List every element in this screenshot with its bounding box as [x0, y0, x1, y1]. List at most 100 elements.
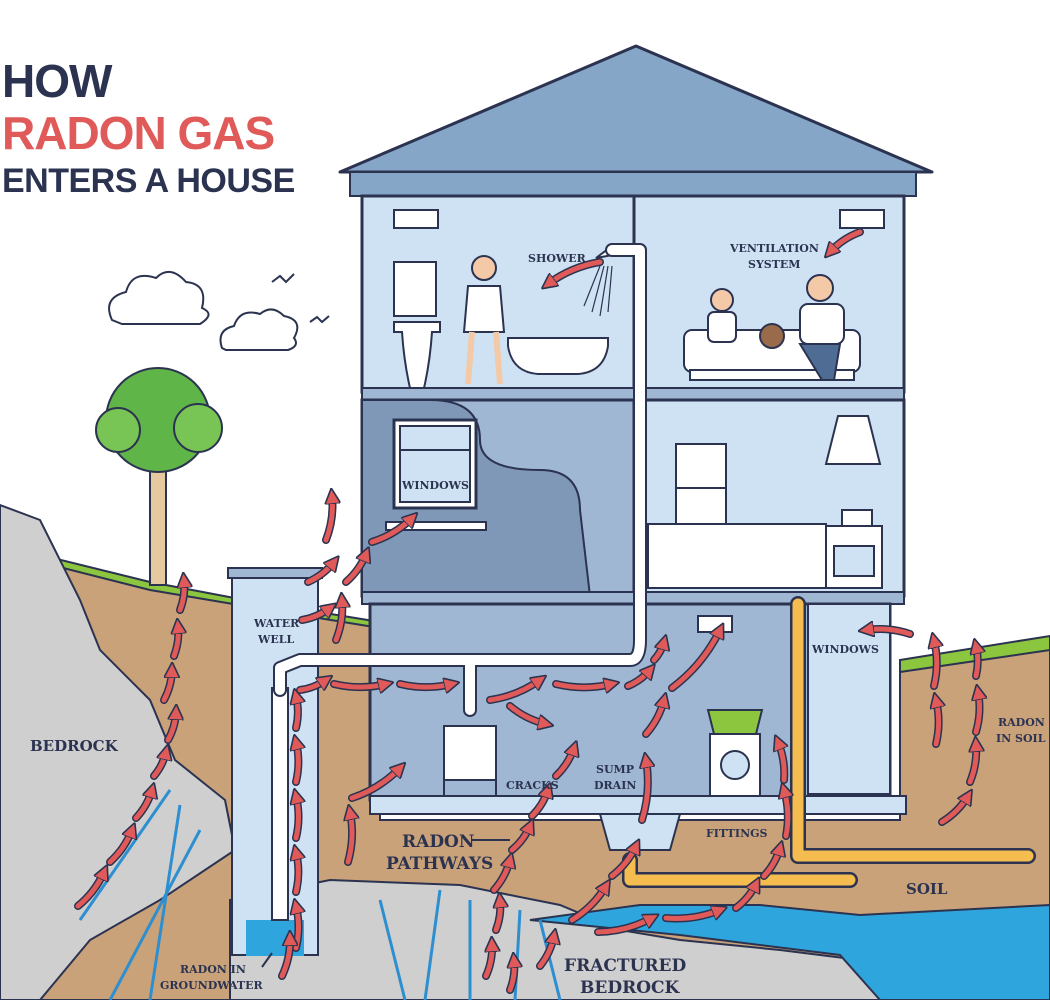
radon-arrow	[331, 684, 386, 687]
bathtub	[507, 337, 609, 375]
counter	[647, 523, 827, 589]
soil-label: SOIL	[906, 880, 948, 898]
water-well-label-2: WELL	[257, 633, 294, 646]
laundry-basket	[706, 709, 764, 735]
sump-label-2: DRAIN	[594, 779, 636, 792]
basement-appliances	[443, 709, 764, 797]
radon-arrow	[569, 886, 606, 923]
radon-arrow	[107, 830, 132, 865]
radon-arrow	[299, 608, 330, 623]
radon-arrow	[761, 848, 780, 879]
person-towel	[462, 285, 506, 333]
adult-body	[799, 303, 845, 345]
kitchen	[647, 415, 883, 589]
radon-arrow	[496, 900, 500, 933]
fractured-label-2: BEDROCK	[580, 978, 681, 998]
adult-head	[806, 274, 834, 302]
bathroom	[393, 244, 620, 389]
radon-arrow	[625, 670, 650, 689]
groundwater-label-1: RADON IN	[180, 963, 246, 976]
vent-icon	[393, 209, 439, 229]
radon-arrow	[609, 846, 636, 879]
clouds	[108, 271, 299, 351]
pathways-label-1: RADON	[402, 832, 474, 852]
radon-arrow	[180, 580, 184, 613]
radon-arrow	[336, 600, 342, 643]
radon-arrow	[866, 629, 913, 634]
radon-arrow	[151, 752, 166, 779]
foundation-slab	[369, 795, 907, 815]
child-body	[707, 311, 737, 343]
bedrock-label: BEDROCK	[30, 737, 119, 755]
radon-arrow	[174, 626, 178, 659]
sink	[393, 321, 441, 389]
radon-arrow	[349, 768, 400, 801]
radon-arrow	[663, 910, 720, 921]
radon-arrow	[483, 944, 492, 979]
cloud-2	[219, 308, 299, 351]
radon-arrow	[784, 790, 788, 839]
radon-arrow	[507, 703, 546, 724]
ventilation-label-1: VENTILATION	[729, 242, 819, 255]
radon-arrow	[165, 712, 176, 743]
radon-soil-label-2: IN SOIL	[996, 732, 1046, 745]
radon-arrow	[970, 744, 976, 785]
radon-arrow	[279, 938, 290, 979]
radon-arrow	[133, 790, 152, 821]
bird-1	[271, 273, 295, 284]
radon-arrow	[296, 906, 299, 951]
vent-icon	[839, 209, 885, 229]
radon-arrow	[778, 742, 784, 783]
fittings-label: FITTINGS	[706, 827, 768, 840]
radon-arrow	[976, 646, 978, 679]
radon-arrows	[74, 228, 980, 994]
person-head	[471, 255, 497, 281]
radon-arrow	[553, 748, 574, 779]
range-hood	[824, 415, 882, 465]
window-basement	[807, 603, 891, 795]
radon-arrow	[397, 684, 452, 687]
radon-arrow	[369, 518, 412, 545]
shower-label: SHOWER	[528, 252, 587, 265]
fractured-label-1: FRACTURED	[564, 956, 686, 976]
radon-arrow	[976, 692, 980, 735]
radon-arrow	[75, 872, 104, 909]
radon-arrow	[939, 796, 968, 825]
pathways-label-2: PATHWAYS	[386, 854, 493, 874]
radon-arrow	[651, 642, 664, 663]
teddy	[759, 323, 785, 349]
radon-arrow	[537, 936, 554, 969]
gas-pipes	[622, 596, 1036, 888]
radon-arrow	[305, 562, 334, 585]
windows-upper-label: WINDOWS	[401, 479, 469, 492]
radon-arrow	[936, 700, 939, 747]
mirror	[393, 261, 437, 317]
radon-arrow	[161, 670, 172, 703]
radon-arrow	[296, 742, 298, 785]
birds	[271, 273, 330, 324]
tree	[95, 367, 223, 586]
pot	[841, 509, 873, 527]
radon-arrow	[548, 259, 603, 284]
title-how: HOW	[2, 55, 112, 107]
radon-arrow	[348, 812, 352, 865]
cloud-1	[108, 271, 210, 325]
house-roof	[338, 44, 934, 197]
child-head	[710, 288, 734, 312]
ventilation-label-2: SYSTEM	[748, 258, 801, 271]
sump-pit	[598, 813, 682, 851]
groundwater-leader	[261, 952, 273, 968]
radon-arrow	[296, 796, 299, 841]
radon-arrow	[487, 680, 540, 703]
radon-arrow	[595, 918, 652, 935]
person-legs	[465, 331, 503, 385]
radon-arrow	[529, 790, 548, 819]
fracture-lines	[78, 789, 562, 1000]
windows-basement-label: WINDOWS	[811, 643, 879, 656]
radon-arrow	[733, 884, 756, 911]
cracks-label: CRACKS	[506, 779, 559, 792]
radon-arrow	[297, 680, 326, 693]
radon-arrow	[643, 700, 664, 737]
radon-arrow	[510, 960, 514, 993]
